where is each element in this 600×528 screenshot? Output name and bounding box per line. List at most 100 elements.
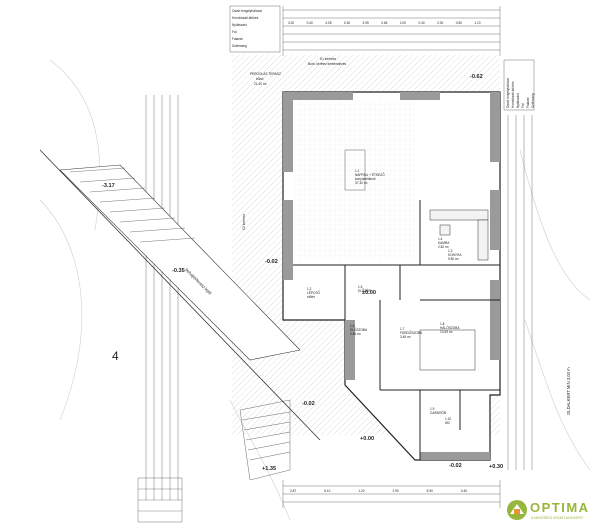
lot-number: 4	[112, 349, 119, 363]
level-upper-right: -0.62	[470, 74, 483, 80]
tiled-floor	[295, 100, 415, 260]
top-dim-label: 0.30	[344, 21, 350, 25]
top-dimension-chain	[282, 6, 501, 56]
room-id: 1.3	[448, 249, 453, 253]
room-id: 1.2	[307, 287, 312, 291]
bottom-dimension-chain	[282, 480, 501, 508]
top-legend-2: Homlokzati áttörés	[232, 16, 259, 20]
bottom-dim-label: 2.90	[393, 489, 399, 493]
svg-text:PERGOLÁS TERASZ: PERGOLÁS TERASZ	[250, 72, 281, 76]
room-sub: előtér	[307, 295, 316, 299]
room-name: LÉPCSŐ	[307, 290, 320, 295]
room-id: 1.1	[355, 169, 360, 173]
svg-text:OLDALKERT MIN 3,00 m: OLDALKERT MIN 3,00 m	[566, 367, 571, 415]
garden-label: K1 kertrész Burk. kerthez kertrendezés	[308, 57, 346, 66]
svg-text:Burk. kerthez kertrendezés: Burk. kerthez kertrendezés	[308, 62, 346, 66]
room-name: KONYHA	[448, 253, 462, 257]
svg-text:21.40 m²: 21.40 m²	[254, 82, 267, 86]
room-area: 3.45 m²	[400, 335, 411, 339]
room-name: FÜRDŐSZOBA	[400, 330, 423, 335]
top-dim-label: 3.20	[288, 21, 294, 25]
optima-logo: OPTIMA A MINŐSÉGI INGATLANOKÉRT	[507, 500, 590, 520]
room-id: 1.7	[400, 327, 405, 331]
bottom-dim-label: 5.90	[427, 489, 433, 493]
room-id: 1.4	[438, 237, 443, 241]
room-name: HÁLÓSZOBA	[440, 325, 460, 330]
room-id: 1.5	[358, 285, 363, 289]
level-stair-mid: -0.35	[172, 268, 185, 274]
right-legend-2: Homlokzati áttörés	[511, 81, 515, 108]
level-markers: -0.62 -0.02 ±0.00 -3.17 -0.35 -0.02 +0.0…	[102, 74, 503, 472]
side-yard-label: OLDALKERT MIN 3,00 m	[566, 367, 571, 415]
room-sub: konyha/étkező	[355, 177, 376, 181]
room-name: KAMRA	[438, 241, 450, 245]
right-dimension-chain	[507, 115, 533, 470]
top-dimension-labels: 3.20 0.40 4.05 0.30 3.95 0.65 2.00 0.40 2.00 0.50…	[288, 21, 481, 25]
right-legend-5: Falazat	[526, 97, 530, 108]
level-bottom-right-a: -0.02	[449, 463, 462, 469]
bed	[419, 329, 476, 371]
bottom-dim-label: 0.40	[461, 489, 467, 493]
svg-text:K2 kertrész: K2 kertrész	[242, 213, 246, 230]
bottom-dim-label: 2.87	[290, 489, 296, 493]
level-center: ±0.00	[362, 290, 376, 296]
top-legend-6: Szélesség	[232, 44, 247, 48]
level-entrance: +0.00	[360, 436, 374, 442]
side-garden-label: K2 kertrész	[242, 213, 246, 230]
room-area: 9.50 m²	[448, 257, 459, 261]
room-name: ELŐSZOBA	[350, 327, 368, 332]
right-legend-3: Nyílászáró	[516, 93, 520, 108]
top-dim-label: 2.00	[400, 21, 406, 25]
level-lower-left: -0.02	[302, 401, 315, 407]
top-dim-label: 0.50	[456, 21, 462, 25]
pergola-label: PERGOLÁS TERASZ külső 21.40 m²	[250, 72, 281, 86]
logo-word: OPTIMA	[530, 500, 590, 515]
right-legend-4: Fal	[521, 103, 525, 108]
top-legend: Osztó tengelyhálózat Homlokzati áttörés …	[229, 5, 281, 53]
bottom-dimension-labels: 2.87 5.10 1.20 2.90 5.90 0.40	[290, 489, 467, 493]
top-legend-1: Osztó tengelyhálózat	[232, 9, 262, 13]
bottom-left-legend	[137, 477, 183, 523]
bottom-dim-label: 5.10	[324, 489, 330, 493]
svg-text:külső: külső	[256, 77, 264, 81]
top-dim-label: 0.40	[418, 21, 424, 25]
kitchen-counter	[429, 209, 489, 261]
bottom-dim-label: 1.20	[358, 489, 364, 493]
lower-stair	[239, 399, 291, 481]
room-area: 37.30 m²	[355, 181, 368, 185]
logo-sub: A MINŐSÉGI INGATLANOKÉRT	[531, 515, 584, 520]
top-legend-5: Falazat	[232, 37, 243, 41]
interior-walls	[293, 200, 500, 460]
level-lower-left-bottom: +1.35	[262, 466, 276, 472]
svg-text:K1 kertrész: K1 kertrész	[320, 57, 337, 61]
top-dim-label: 1.13	[474, 21, 480, 25]
room-area: 13.49 m²	[440, 330, 453, 334]
room-area: 2.82 m²	[438, 245, 449, 249]
driveway-ramp	[39, 149, 321, 441]
level-stair-top: -3.17	[102, 183, 115, 189]
top-dim-label: 3.95	[363, 21, 369, 25]
room-name: NAPPALI + ÉTKEZŐ	[355, 172, 385, 177]
top-legend-3: Nyílászáró	[232, 23, 247, 27]
level-bottom-right-b: +0.30	[489, 464, 503, 470]
room-id: 1.6	[350, 324, 355, 328]
room-id: 1.10	[445, 417, 451, 421]
left-dimension-chain	[145, 95, 179, 500]
top-dim-label: 2.00	[437, 21, 443, 25]
room-id: 1.9	[430, 407, 435, 411]
room-id: 1.8	[440, 322, 445, 326]
top-dim-label: 4.05	[325, 21, 331, 25]
room-name: ELŐTÉR	[358, 288, 371, 293]
room-name: GARDRÓB	[430, 410, 446, 415]
top-dim-label: 0.65	[381, 21, 387, 25]
right-legend-6: Szélesség	[531, 93, 535, 108]
room-name: WC	[445, 421, 451, 425]
room-area: 2.86 m²	[350, 332, 361, 336]
top-dim-label: 0.40	[307, 21, 313, 25]
right-legend-1: Osztó tengelyhálózat	[506, 78, 510, 108]
level-left-mid: -0.02	[265, 259, 278, 265]
top-legend-4: Fal	[232, 30, 237, 34]
right-legend: Osztó tengelyhálózat Homlokzati áttörés …	[503, 59, 535, 111]
